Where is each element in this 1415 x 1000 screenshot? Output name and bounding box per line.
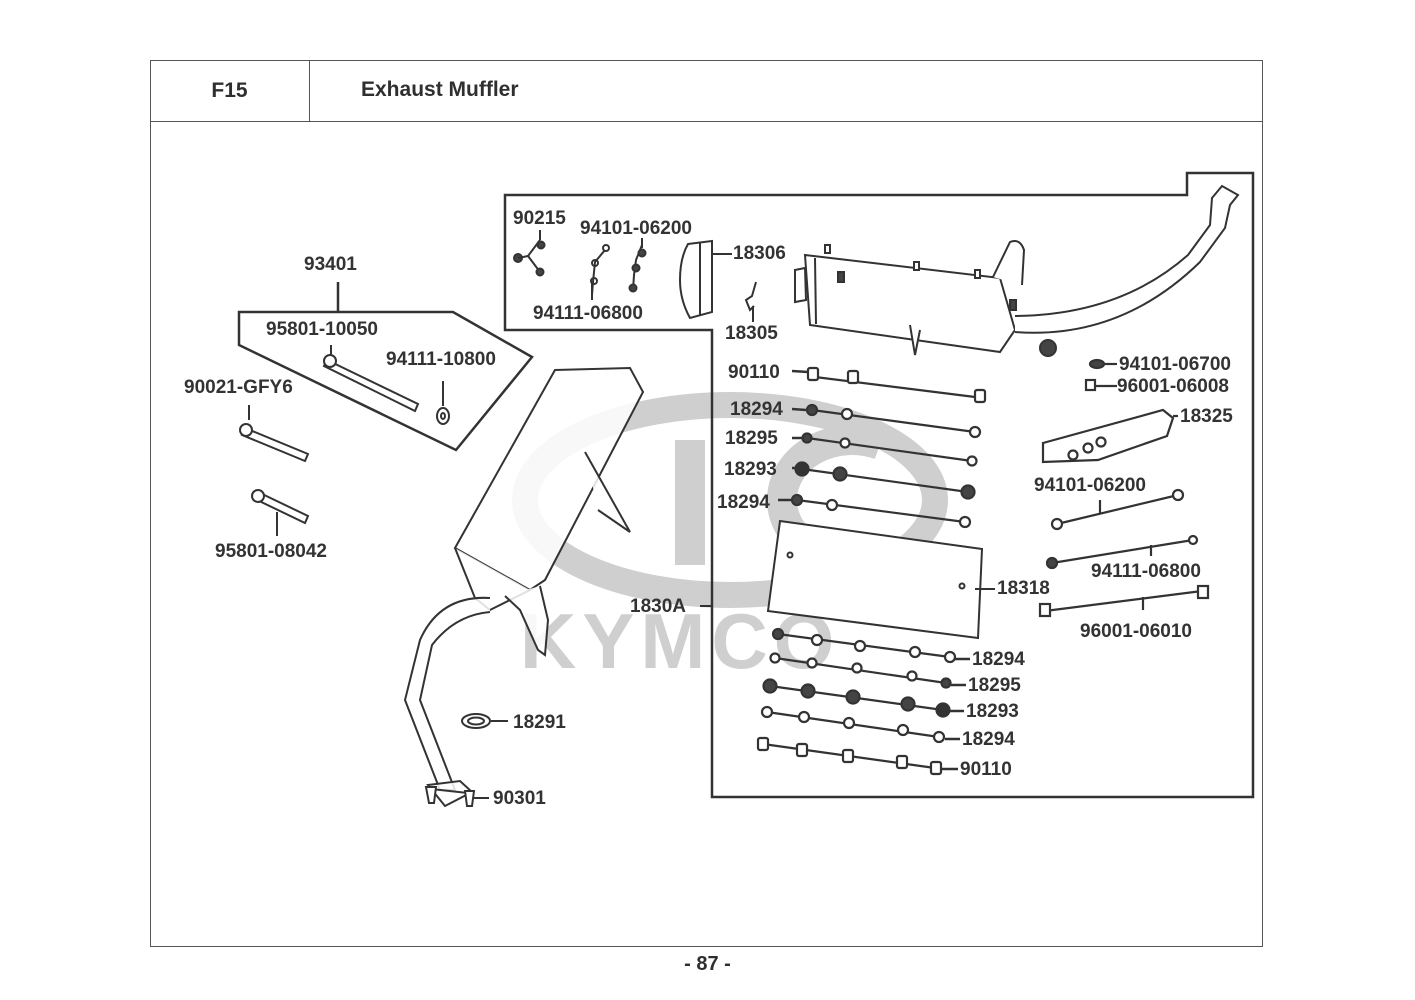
part-label-18294: 18294 bbox=[730, 399, 783, 420]
part-label-90110: 90110 bbox=[728, 362, 780, 383]
part-label-90301: 90301 bbox=[493, 788, 546, 809]
part-label-96001-06010: 96001-06010 bbox=[1080, 621, 1192, 642]
muffler-main-icon bbox=[403, 366, 645, 808]
part-label-18295: 18295 bbox=[968, 675, 1021, 696]
part-label-18294: 18294 bbox=[717, 492, 770, 513]
bolts-90301-icon bbox=[424, 786, 489, 807]
part-label-18318: 18318 bbox=[997, 578, 1050, 599]
part-label-18293: 18293 bbox=[966, 701, 1019, 722]
part-label-18291: 18291 bbox=[513, 712, 566, 733]
part-label-1830A: 1830A bbox=[630, 596, 686, 617]
leader-lines bbox=[778, 369, 970, 771]
section-code: F15 bbox=[150, 60, 310, 122]
bolt-kit-outline bbox=[237, 310, 534, 452]
page-number: - 87 - bbox=[684, 953, 731, 975]
part-label-94101-06700: 94101-06700 bbox=[1119, 354, 1231, 375]
header-divider bbox=[150, 121, 1263, 122]
part-label-94111-10800: 94111-10800 bbox=[386, 349, 496, 370]
muffler-assembly-top-icon bbox=[794, 184, 1240, 357]
part-label-18294: 18294 bbox=[972, 649, 1025, 670]
part-label-94111-06800: 94111-06800 bbox=[533, 303, 643, 324]
washer-strip-icon bbox=[590, 238, 647, 300]
spring-clip-icon bbox=[744, 281, 757, 322]
part-label-95801-08042: 95801-08042 bbox=[215, 541, 327, 562]
part-label-18305: 18305 bbox=[725, 323, 778, 344]
part-label-18294: 18294 bbox=[962, 729, 1015, 750]
part-label-90215: 90215 bbox=[513, 208, 566, 229]
kit-outline bbox=[503, 171, 1255, 799]
part-label-94111-06800: 94111-06800 bbox=[1091, 561, 1201, 582]
part-label-94101-06200: 94101-06200 bbox=[1034, 475, 1146, 496]
page-title: Exhaust Muffler bbox=[361, 78, 519, 101]
right-hardware-icon bbox=[1038, 358, 1210, 618]
gasket-18291-icon bbox=[461, 713, 508, 729]
diagram-frame bbox=[150, 60, 1263, 947]
heat-shield-icon bbox=[766, 519, 995, 640]
part-label-90110: 90110 bbox=[960, 759, 1012, 780]
part-label-18325: 18325 bbox=[1180, 406, 1233, 427]
part-label-90021-GFY6: 90021-GFY6 bbox=[184, 377, 293, 398]
end-cap-icon bbox=[678, 239, 732, 320]
part-label-93401: 93401 bbox=[304, 254, 357, 275]
bolts-icon bbox=[239, 345, 450, 536]
part-label-96001-06008: 96001-06008 bbox=[1117, 376, 1229, 397]
clamp-90215-icon bbox=[513, 230, 546, 277]
part-label-18295: 18295 bbox=[725, 428, 778, 449]
part-label-18306: 18306 bbox=[733, 243, 786, 264]
part-label-18293: 18293 bbox=[724, 459, 777, 480]
hardware-rows-bottom-icon bbox=[756, 627, 957, 776]
part-label-94101-06200: 94101-06200 bbox=[580, 218, 692, 239]
part-label-95801-10050: 95801-10050 bbox=[266, 319, 378, 340]
